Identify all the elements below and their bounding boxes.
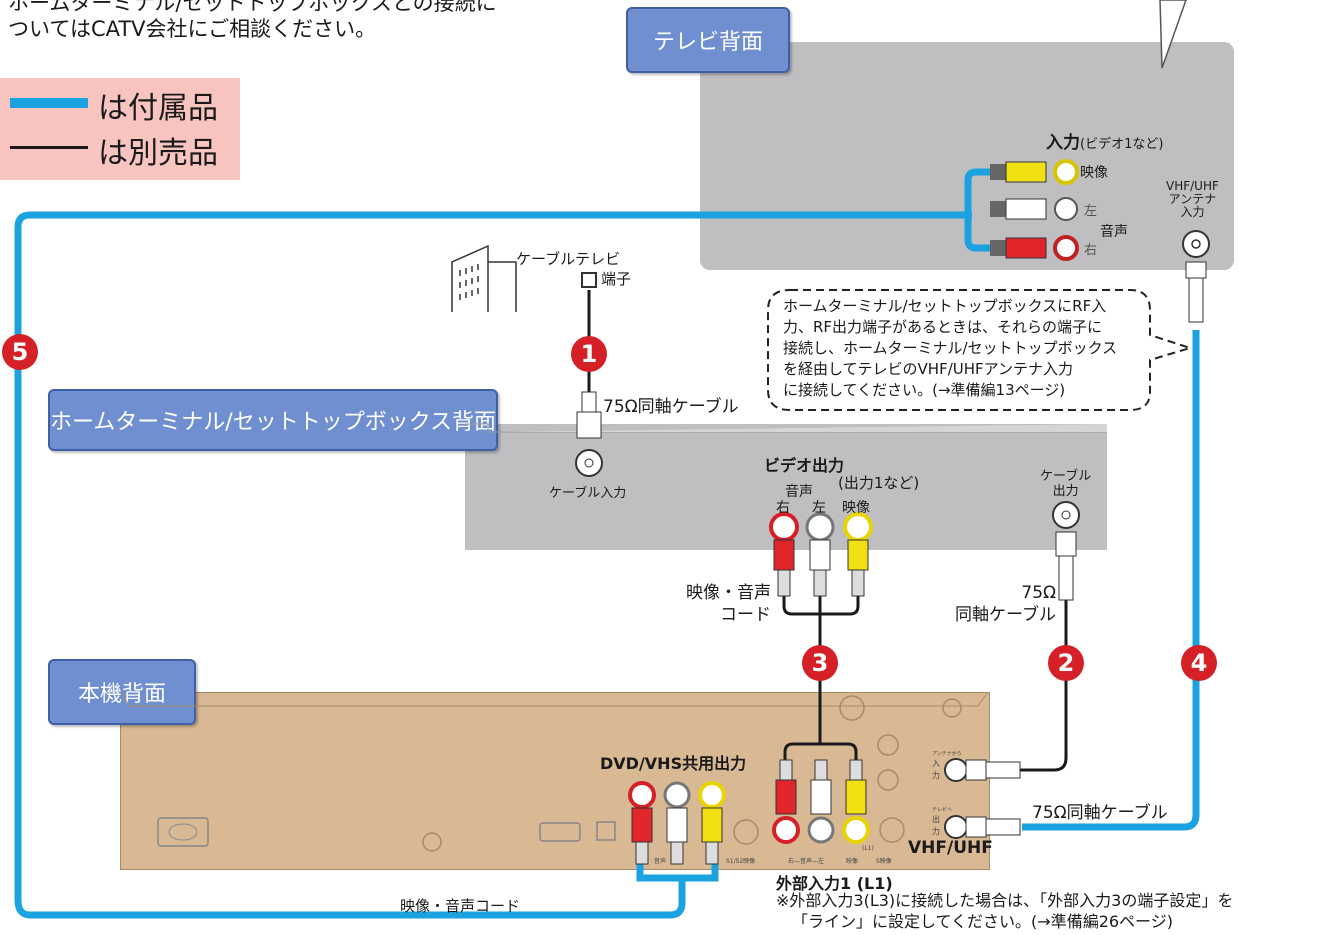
legend-included-line <box>10 98 88 108</box>
av-cord-line1: 映像・音声 <box>686 583 771 603</box>
legend-box <box>0 78 240 180</box>
callout-line3: 接続し、ホームターミナル/セットトップボックス <box>783 339 1118 357</box>
cable-outlet-icon <box>581 272 597 288</box>
legend-separate-line <box>10 146 88 149</box>
small-s1s2: S1/S2映像 <box>726 858 756 865</box>
bottom-cord-label: 映像・音声コード <box>400 897 521 915</box>
top-note-line2: ついてはCATV会社にご相談ください。 <box>8 17 377 41</box>
stb-cable-in-label: ケーブル入力 <box>549 486 627 501</box>
coax4-label: 75Ω同軸ケーブル <box>1032 803 1168 823</box>
stb-cable-out-line2: 出力 <box>1052 484 1079 499</box>
stb-audio-label: 音声 <box>785 484 813 500</box>
tv-rca-plugs <box>990 159 1079 261</box>
callout-line2: 力、RF出力端子があるときは、それらの端子に <box>783 318 1103 336</box>
stb-video-label: 映像 <box>842 500 870 516</box>
tv-input-heading: 入力(ビデオ1など) <box>1046 128 1163 153</box>
top-note-line1: ホームターミナル/セットトップボックスとの接続に <box>8 0 497 15</box>
tv-antenna-line2: アンテナ <box>1168 192 1217 206</box>
stb-back-title: ホームターミナル/セットトップボックス背面 <box>48 389 498 451</box>
unit-antenna-in-jack <box>944 758 968 782</box>
step-4-badge: 4 <box>1181 645 1217 681</box>
coax2-line1: 75Ω <box>1021 583 1056 603</box>
callout-line4: を経由してテレビのVHF/UHFアンテナ入力 <box>783 360 1074 378</box>
step-3-badge: 3 <box>802 645 838 681</box>
top-note: ホームターミナル/セットトップボックスとの接続に ついてはCATV会社にご相談く… <box>8 0 497 42</box>
pointer-tail <box>1159 0 1187 69</box>
tv-audio-label: 音声 <box>1100 224 1128 240</box>
small-video: 映像 <box>846 858 859 865</box>
cable-2 <box>1020 600 1068 772</box>
coax-label-1: 75Ω同軸ケーブル <box>603 397 739 417</box>
unit-tv-out-jack <box>944 815 968 839</box>
dvd-vhs-out-label: DVD/VHS共用出力 <box>600 754 747 773</box>
tv-antenna-line3: 入力 <box>1180 205 1205 219</box>
small-ant-in: アンテナから <box>932 751 962 757</box>
footnote: ※外部入力3(L3)に接続した場合は、「外部入力3の端子設定」を 「ライン」に設… <box>776 890 1233 932</box>
tv-right-label: 右 <box>1084 243 1098 258</box>
cable-5 <box>14 211 972 919</box>
unit-av-out-plugs <box>628 781 726 865</box>
stb-video-out-sub: (出力1など) <box>838 474 920 492</box>
callout-line1: ホームターミナル/セットトップボックスにRF入 <box>783 297 1107 315</box>
vhf-uhf-label: VHF/UHF <box>908 838 993 858</box>
tv-input-heading-main: 入力 <box>1046 133 1080 153</box>
small-rl: 右—音声—左 <box>788 858 825 865</box>
av-cord-line2: コード <box>720 605 771 625</box>
footnote-line1: ※外部入力3(L3)に接続した場合は、「外部入力3の端子設定」を <box>776 891 1234 910</box>
small-l1: (L1) <box>862 845 874 852</box>
step-1-badge: 1 <box>571 336 607 372</box>
legend-included-label: は付属品 <box>98 91 218 126</box>
footnote-line2: 「ライン」に設定してください。(→準備編26ページ) <box>792 912 1173 931</box>
power-inlet-icon <box>157 817 209 847</box>
cable-tv-terminal-label: 端子 <box>601 270 632 288</box>
port-icon <box>539 822 581 842</box>
callout-line5: に接続してください。(→準備編13ページ) <box>783 381 1066 399</box>
stb-rca-jacks <box>769 512 873 597</box>
stb-right-label: 右 <box>776 500 790 516</box>
small-audio-out: 音声 <box>654 858 667 865</box>
small-out: 出 <box>932 815 940 824</box>
callout-bubble <box>767 289 1194 411</box>
legend-separate-label: は別売品 <box>98 136 218 171</box>
small-out2: 力 <box>932 827 940 836</box>
tv-video-label: 映像 <box>1080 165 1108 181</box>
callout-text: ホームターミナル/セットトップボックスにRF入 力、RF出力端子があるときは、そ… <box>783 296 1117 401</box>
small-tv-out: テレビへ <box>932 807 953 813</box>
tv-back-title: テレビ背面 <box>626 7 790 73</box>
stb-cable-out-line1: ケーブル <box>1040 469 1092 484</box>
cable-tv-label: ケーブルテレビ <box>516 250 621 268</box>
cable-4 <box>1022 330 1200 831</box>
stb-left-label: 左 <box>812 500 826 516</box>
coax2-line2: 同軸ケーブル <box>955 605 1056 625</box>
tv-left-label: 左 <box>1084 204 1098 219</box>
tv-antenna-label: VHF/UHF アンテナ 入力 <box>1166 180 1219 219</box>
av-cord-label: 映像・音声 コード <box>686 582 771 626</box>
unit-av-in-plugs <box>772 759 870 844</box>
stb-video-out-heading: ビデオ出力 <box>764 456 845 475</box>
stb-cable-out-label: ケーブル 出力 <box>1040 469 1091 499</box>
small-in2: 力 <box>932 771 940 780</box>
step-5-badge: 5 <box>2 334 38 370</box>
tv-input-heading-sub: (ビデオ1など) <box>1080 137 1164 152</box>
step-2-badge: 2 <box>1048 645 1084 681</box>
building-icon <box>451 244 517 312</box>
coax2-label: 75Ω 同軸ケーブル <box>944 582 1056 626</box>
ext-input-label: 外部入力1 (L1) <box>776 874 893 893</box>
small-in: 入 <box>932 759 940 768</box>
small-svideo: S映像 <box>876 858 892 865</box>
tv-antenna-line1: VHF/UHF <box>1166 179 1219 193</box>
